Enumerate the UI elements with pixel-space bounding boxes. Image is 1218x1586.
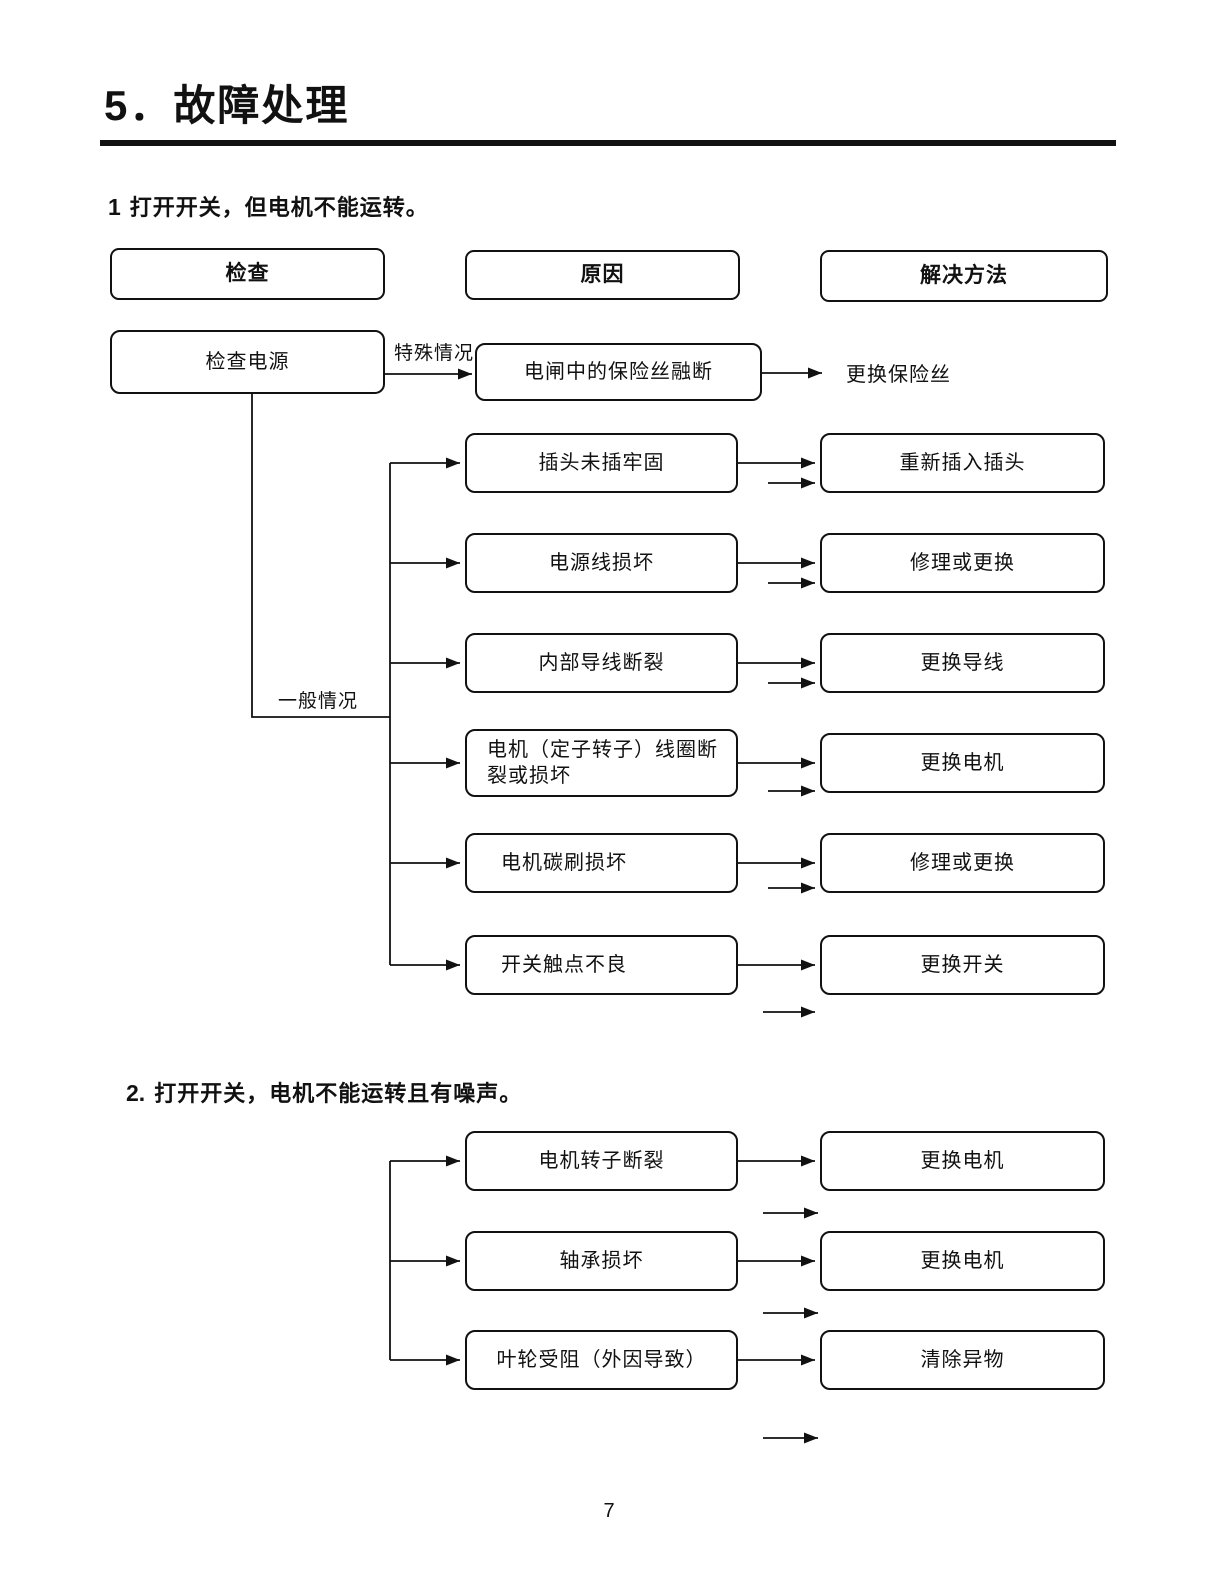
section2-heading: 2. 打开开关，电机不能运转且有噪声。 [126, 1076, 522, 1108]
header-box-cause: 原因 [465, 250, 740, 300]
page-title: 5．故障处理 [104, 82, 350, 129]
flow-box-cause: 开关触点不良 [465, 935, 738, 995]
flow-box-cause: 内部导线断裂 [465, 633, 738, 693]
flow-box-cause: 电闸中的保险丝融断 [475, 343, 762, 401]
flow-box-solution: 清除异物 [820, 1330, 1105, 1390]
header-box-check: 检查 [110, 248, 385, 300]
flow-box-cause: 叶轮受阻（外因导致） [465, 1330, 738, 1390]
section2-heading-text: 打开开关，电机不能运转且有噪声。 [154, 1081, 523, 1106]
flow-solution-text: 更换保险丝 [846, 363, 951, 386]
flow-box-solution: 重新插入插头 [820, 433, 1105, 493]
section1-heading: 1 打开开关，但电机不能运转。 [108, 190, 429, 222]
title-rule [100, 140, 1116, 146]
flow-box-cause: 轴承损坏 [465, 1231, 738, 1291]
flow-box-cause: 电机碳刷损坏 [465, 833, 738, 893]
flow-box-check-power: 检查电源 [110, 330, 385, 394]
flow-box-solution: 更换电机 [820, 1131, 1105, 1191]
flow-box-cause: 电机转子断裂 [465, 1131, 738, 1191]
header-box-solution: 解决方法 [820, 250, 1108, 302]
section2-connectors [389, 1155, 818, 1444]
section1-number: 1 [108, 194, 121, 220]
flow-box-solution: 修理或更换 [820, 533, 1105, 593]
flow-box-cause: 电机（定子转子）线圈断裂或损坏 [465, 729, 738, 797]
flow-box-solution: 更换电机 [820, 1231, 1105, 1291]
section1-heading-text: 打开开关，但电机不能运转。 [129, 195, 429, 220]
flow-box-solution: 修理或更换 [820, 833, 1105, 893]
flow-box-solution: 更换开关 [820, 935, 1105, 995]
flow-box-solution: 更换导线 [820, 633, 1105, 693]
flow-box-cause: 电源线损坏 [465, 533, 738, 593]
general-branch-line [251, 394, 390, 718]
section2-number: 2. [126, 1080, 146, 1106]
branch-label-general: 一般情况 [278, 691, 359, 712]
flow-box-cause: 插头未插牢固 [465, 433, 738, 493]
page-number: 7 [603, 1500, 615, 1522]
branch-label-special: 特殊情况 [394, 343, 475, 364]
flow-box-solution: 更换电机 [820, 733, 1105, 793]
